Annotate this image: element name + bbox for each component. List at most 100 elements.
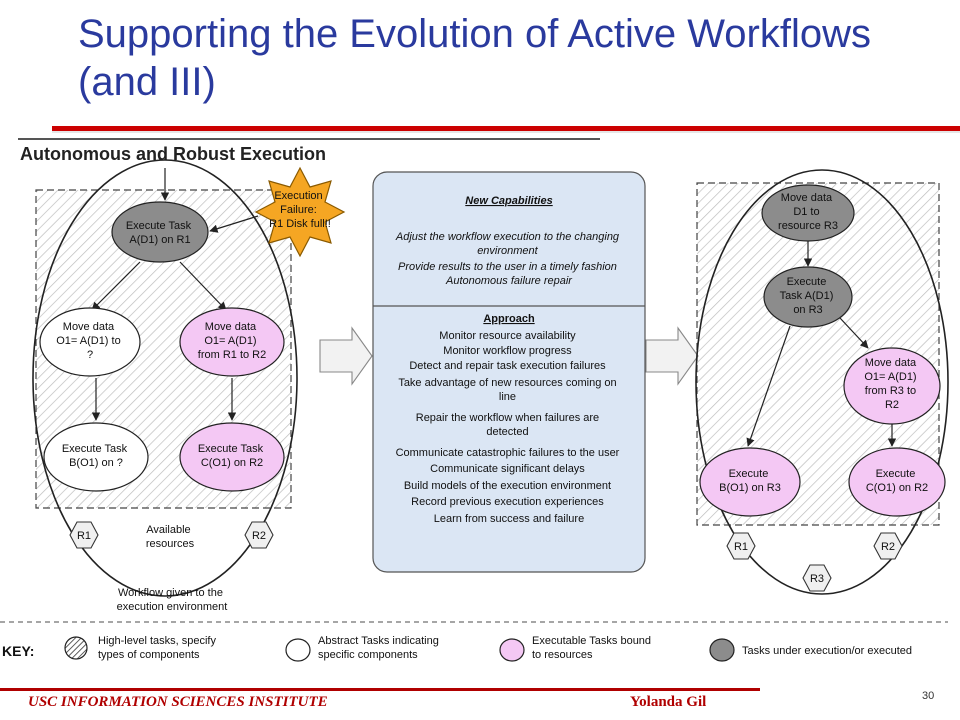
approach-list: Monitor resource availability Monitor wo…: [396, 330, 623, 525]
workflow-given-label: Workflow given to the execution environm…: [117, 587, 228, 613]
right-resource-r1: R1: [726, 532, 756, 560]
left-execute-c-node: Execute Task C(O1) on R2: [179, 422, 285, 492]
failure-line3: R1 Disk full!!: [269, 218, 331, 230]
svg-text:Execute Task A(D1): Execute Task A(D1) on R3: [780, 276, 837, 316]
footer-author: Yolanda Gil: [630, 694, 707, 710]
available-line2: resources: [146, 538, 195, 550]
right-move-o1-line1: Move data: [865, 357, 917, 369]
approach-heading: Approach: [483, 313, 535, 325]
app-line-7: detected: [486, 426, 528, 438]
app-line-10: Build models of the execution environmen…: [404, 480, 611, 492]
right-execute-c-line2: C(O1) on R2: [866, 482, 928, 494]
left-resource-r1: R1: [69, 521, 99, 549]
svg-text:Move data D1 to re: Move data D1 to resource R3: [778, 192, 838, 232]
left-execute-b-line1: Execute Task: [62, 443, 128, 455]
left-execute-b-line2: B(O1) on ?: [69, 457, 123, 469]
svg-text:Move data O1= A(D1): Move data O1= A(D1) from R3 to R2: [864, 357, 919, 411]
app-line-2: Monitor workflow progress: [443, 345, 572, 357]
left-to-center-arrow: [319, 326, 373, 386]
right-move-d1-line2: D1 to: [793, 206, 819, 218]
right-r2-label: R2: [881, 541, 895, 553]
right-move-o1-line2: O1= A(D1): [864, 371, 916, 383]
right-execute-c-line1: Execute: [876, 468, 916, 480]
center-to-right-arrow: [645, 326, 699, 386]
right-resource-r2: R2: [873, 532, 903, 560]
svg-text:Execute C(O1) on R2: Execute C(O1) on R2: [866, 468, 928, 494]
key-abstract-line1: Abstract Tasks indicating: [318, 635, 439, 647]
left-move-abstract-node: Move data O1= A(D1) to ?: [39, 307, 141, 377]
key-abstract-swatch: [285, 638, 311, 662]
cap-line-1: Adjust the workflow execution to the cha…: [395, 231, 620, 243]
right-move-o1-line4: R2: [885, 399, 899, 411]
footer-institute: USC INFORMATION SCIENCES INSTITUTE: [28, 694, 328, 710]
right-move-d1-node: Move data D1 to resource R3: [761, 184, 855, 242]
capabilities-list: Adjust the workflow execution to the cha…: [395, 231, 622, 287]
workflow-diagram: Autonomous and Robust Execution Execute …: [0, 138, 949, 662]
cap-line-4: Autonomous failure repair: [445, 275, 573, 287]
app-line-1: Monitor resource availability: [439, 330, 576, 342]
app-line-8: Communicate catastrophic failures to the…: [396, 447, 620, 459]
center-panel: [372, 171, 646, 573]
left-r2-label: R2: [252, 530, 266, 542]
key-high-level-line1: High-level tasks, specify: [98, 635, 216, 647]
arrow-a-to-move-exec: [179, 261, 227, 311]
app-line-3: Detect and repair task execution failure…: [409, 360, 606, 372]
execution-failure-star: Execution Failure: R1 Disk full!!: [254, 166, 346, 258]
right-execute-a-line1: Execute: [787, 276, 827, 288]
right-execute-a-node: Execute Task A(D1) on R3: [763, 266, 853, 328]
left-execute-a-line2: A(D1) on R1: [129, 234, 190, 246]
arrow-a-to-move-abstract: [91, 261, 141, 311]
app-line-11: Record previous execution experiences: [411, 496, 604, 508]
key-abstract-line2: specific components: [318, 649, 418, 661]
failure-line1: Execution: [274, 190, 322, 202]
app-line-5: line: [499, 391, 516, 403]
right-execute-b-node: Execute B(O1) on R3: [699, 447, 801, 517]
right-workflow-ellipse: [695, 169, 949, 595]
right-move-o1-line3: from R3 to: [865, 385, 916, 397]
left-move-exec-line1: Move data: [205, 321, 257, 333]
left-move-exec-line2: O1= A(D1): [204, 335, 256, 347]
left-execute-a-line1: Execute Task: [126, 220, 192, 232]
left-execute-c-line1: Execute Task: [198, 443, 264, 455]
key-abstract-text: Abstract Tasks indicating specific compo…: [318, 635, 442, 661]
left-resource-r2: R2: [244, 521, 274, 549]
key-executable-text: Executable Tasks bound to resources: [532, 635, 654, 661]
app-line-6: Repair the workflow when failures are: [416, 412, 599, 424]
key-high-level-swatch: [64, 636, 88, 660]
heading-rule: [18, 138, 600, 140]
svg-text:Execution Failure:: Execution Failure: R1 Disk full!!: [269, 190, 331, 230]
right-execute-b-line2: B(O1) on R3: [719, 482, 781, 494]
key-high-level-line2: types of components: [98, 649, 200, 661]
diagram-heading: Autonomous and Robust Execution: [20, 144, 326, 164]
right-execute-a-line2: Task A(D1): [780, 290, 834, 302]
svg-text:Execute B(O1) on R3: Execute B(O1) on R3: [719, 468, 781, 494]
page-number: 30: [922, 690, 935, 702]
available-resources-label: Available resources: [146, 524, 195, 550]
right-move-o1-node: Move data O1= A(D1) from R3 to R2: [843, 347, 941, 425]
svg-text:Execute Task A(D1) on R1: Execute Task A(D1) on R1: [126, 220, 194, 246]
cap-line-3: Provide results to the user in a timely …: [398, 261, 617, 273]
left-execute-b-node: Execute Task B(O1) on ?: [43, 422, 149, 492]
right-r1-label: R1: [734, 541, 748, 553]
footer-divider: [0, 688, 760, 691]
left-move-abstract-line1: Move data: [63, 321, 115, 333]
left-r1-label: R1: [77, 530, 91, 542]
arrow-a-to-b-right: [746, 325, 791, 447]
left-move-exec-node: Move data O1= A(D1) from R1 to R2: [179, 307, 285, 377]
left-execute-c-line2: C(O1) on R2: [201, 457, 263, 469]
left-workflow-ellipse: [32, 159, 298, 597]
svg-text:Move data O1= A(D1) to: Move data O1= A(D1) to ?: [56, 321, 124, 361]
cap-line-2: environment: [477, 245, 538, 257]
title-divider: [52, 126, 960, 131]
right-execute-c-node: Execute C(O1) on R2: [848, 447, 946, 517]
slide-title: Supporting the Evolution of Active Workf…: [78, 12, 872, 104]
failure-arrow: [209, 215, 259, 233]
key-executable-swatch: [499, 638, 525, 662]
key-label: KEY:: [2, 643, 34, 659]
right-execute-a-line3: on R3: [793, 304, 822, 316]
key-executed-text: Tasks under execution/or executed: [742, 645, 912, 657]
key-executable-line2: to resources: [532, 649, 593, 661]
svg-text:Execute Task C(O1) on R2: Execute Task C(O1) on R2: [198, 443, 266, 469]
right-resource-r3: R3: [802, 564, 832, 592]
key-high-level-text: High-level tasks, specify types of compo…: [98, 635, 219, 661]
